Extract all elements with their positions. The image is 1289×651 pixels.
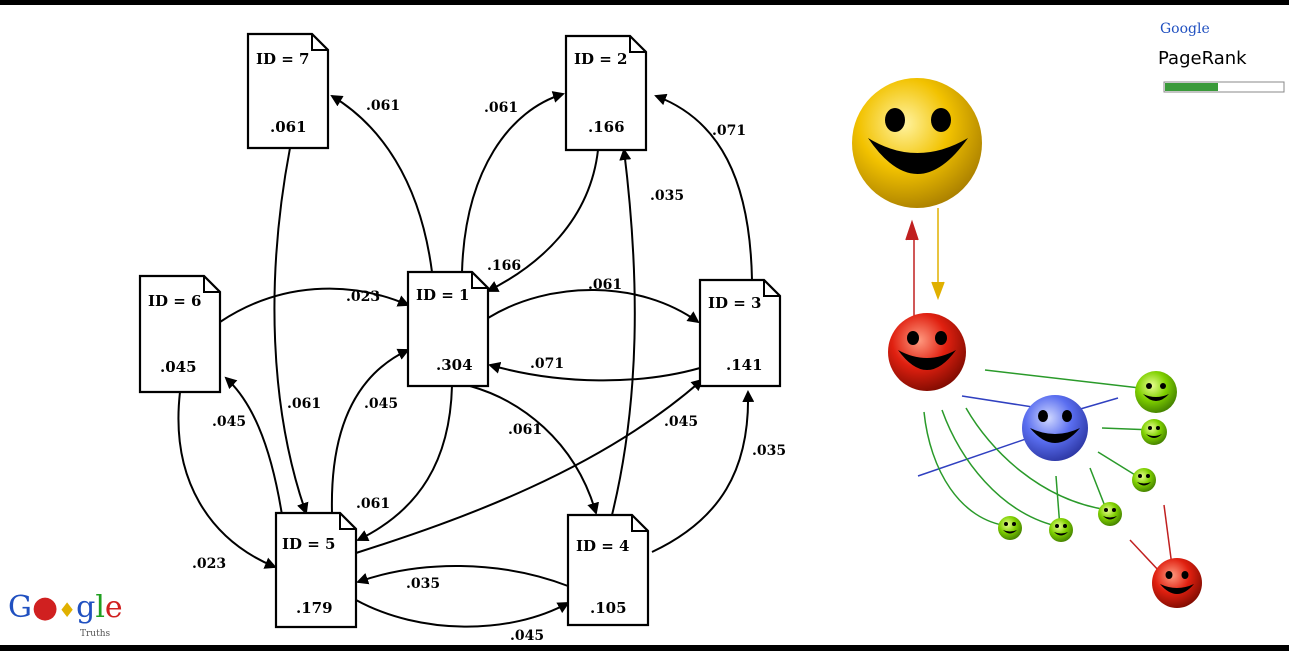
- page-node-1: ID = 1 .304: [406, 270, 490, 388]
- edge-1-5: .061: [356, 385, 453, 542]
- edge-label: .023: [192, 556, 226, 572]
- edge-5-3: .045: [355, 378, 704, 554]
- node-id-label: ID = 4: [576, 537, 629, 555]
- node-id-label: ID = 3: [708, 294, 761, 312]
- green-smiley-icon: [998, 516, 1022, 540]
- page-node-6: ID = 6 .045: [138, 274, 222, 394]
- edge-6-1: .023: [219, 287, 410, 323]
- pagerank-bar-fill: [1165, 83, 1218, 91]
- edge-3-2: .071: [654, 93, 753, 281]
- edge-label: .035: [406, 576, 440, 592]
- node-id-label: ID = 7: [256, 50, 309, 68]
- edge-label: .035: [650, 188, 684, 204]
- edge-label: .061: [356, 496, 390, 512]
- node-id-label: ID = 5: [282, 535, 335, 553]
- nodes-layer: ID = 1 .304 ID = 2 .166 ID = 3 .141 ID =…: [138, 32, 782, 629]
- edge-label: .045: [664, 414, 698, 430]
- edge-label: .045: [212, 414, 246, 430]
- pagerank-google-text: Google: [1160, 21, 1210, 37]
- edge-label: .023: [346, 289, 380, 305]
- edge-5-6: .045: [212, 376, 283, 516]
- edge-4-5: .035: [356, 564, 569, 592]
- edge-4-3: .035: [651, 390, 786, 553]
- edges-layer: .061 .061 .166 .023 .061 .071 .071 .035: [177, 91, 786, 644]
- node-rank-value: .045: [160, 358, 197, 376]
- red-smiley-icon: [888, 313, 966, 391]
- edge-1-4: .061: [469, 385, 599, 515]
- node-rank-value: .179: [296, 599, 333, 617]
- page-node-3: ID = 3 .141: [698, 278, 782, 388]
- google-logo-text: G●♦gle: [8, 590, 123, 625]
- edge-7-5: .061: [273, 147, 321, 515]
- node-id-label: ID = 1: [416, 286, 469, 304]
- edge-label: .061: [588, 277, 622, 293]
- edge-4-2: .035: [611, 148, 684, 516]
- edge-label: .045: [510, 628, 544, 644]
- page-node-7: ID = 7 .061: [246, 32, 330, 150]
- pagerank-label: PageRank: [1158, 48, 1247, 69]
- edge-label: .045: [364, 396, 398, 412]
- edge-label: .035: [752, 443, 786, 459]
- edge-5-1: .045: [330, 348, 410, 514]
- edge-label: .061: [366, 98, 400, 114]
- yellow-smiley-icon: [852, 78, 982, 208]
- node-rank-value: .304: [436, 356, 473, 374]
- node-rank-value: .166: [588, 118, 625, 136]
- node-rank-value: .061: [270, 118, 307, 136]
- edge-label: .071: [530, 356, 564, 372]
- google-truths-logo: G●♦gle Truths: [8, 590, 123, 639]
- google-logo-subtitle: Truths: [80, 629, 111, 639]
- green-smiley-icon: [1132, 468, 1156, 492]
- edge-1-3: .061: [487, 277, 700, 324]
- edge-label: .071: [712, 123, 746, 139]
- page-node-4: ID = 4 .105: [566, 513, 650, 627]
- node-rank-value: .105: [590, 599, 627, 617]
- green-smiley-icon: [1135, 371, 1177, 413]
- edge-5-4: .045: [355, 599, 570, 644]
- edge-3-1: .071: [488, 356, 701, 382]
- node-id-label: ID = 6: [148, 292, 201, 310]
- pagerank-bar-track: [1163, 81, 1285, 93]
- edge-label: .061: [508, 422, 542, 438]
- page-node-5: ID = 5 .179: [274, 511, 358, 629]
- green-smiley-icon: [1141, 419, 1167, 445]
- blue-smiley-icon: [1022, 395, 1088, 461]
- page-node-2: ID = 2 .166: [564, 34, 648, 152]
- edge-1-7: .061: [330, 94, 433, 273]
- small-red-smiley-icon: [1152, 558, 1202, 608]
- node-rank-value: .141: [726, 356, 763, 374]
- green-smiley-icon: [1098, 502, 1122, 526]
- edge-label: .061: [287, 396, 321, 412]
- edge-6-5: .023: [177, 391, 277, 572]
- edge-2-1: .166: [486, 149, 599, 292]
- edge-label: .061: [484, 100, 518, 116]
- node-id-label: ID = 2: [574, 50, 627, 68]
- green-smiley-icon: [1049, 518, 1073, 542]
- smiley-illustration: [852, 78, 1202, 608]
- edge-1-2: .061: [461, 91, 565, 273]
- edge-label: .166: [487, 258, 521, 274]
- pagerank-logo: Google PageRank: [1158, 21, 1285, 93]
